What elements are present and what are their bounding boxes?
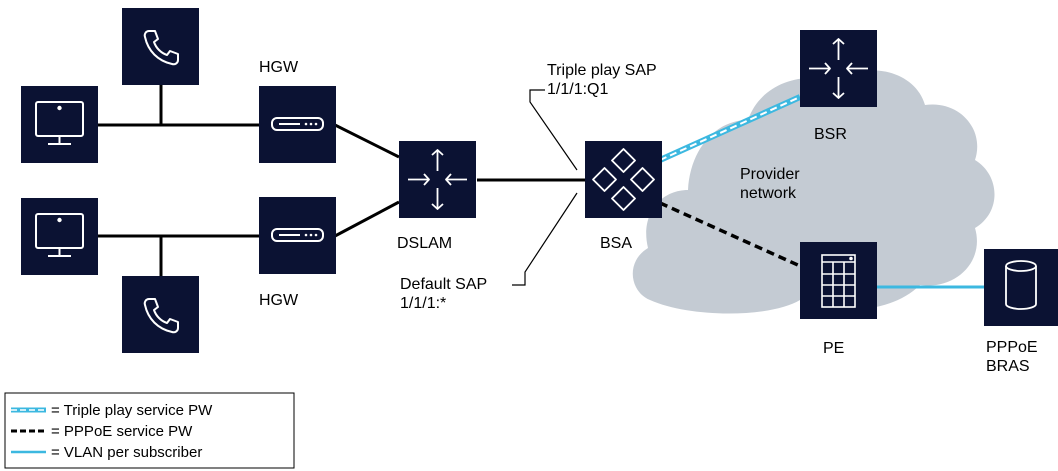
pe-label: PE	[823, 340, 844, 357]
hgw-top-dslam-link	[334, 123, 400, 159]
dslam-node[interactable]	[399, 141, 476, 218]
router-icon	[408, 149, 467, 210]
default-sap-leader	[512, 192, 578, 286]
phone-top-node[interactable]	[122, 8, 199, 85]
triple-sap-leader	[529, 89, 578, 171]
switch-icon	[592, 148, 655, 211]
default-sap-line2: 1/1/1:*	[400, 295, 446, 312]
cloud-label-line2: network	[740, 185, 797, 202]
router-icon	[809, 38, 868, 99]
default-sap-line1: Default SAP	[400, 276, 487, 293]
pc-top-node[interactable]	[21, 86, 98, 163]
legend-label-pppoe: = PPPoE service PW	[51, 423, 193, 440]
phone-icon	[143, 30, 179, 66]
server-rack-icon	[821, 254, 856, 308]
legend-label-triple-play: = Triple play service PW	[51, 402, 213, 419]
hgw-bottom-label: HGW	[259, 292, 299, 309]
cloud-label-line1: Provider	[740, 166, 800, 183]
bsa-node[interactable]	[585, 141, 662, 218]
triple-sap-line1: Triple play SAP	[547, 62, 657, 79]
triple-play-service-pw	[658, 94, 802, 163]
dslam-label: DSLAM	[397, 235, 452, 252]
monitor-icon	[35, 213, 84, 257]
bras-label-line2: BRAS	[986, 358, 1030, 375]
triple-sap-line2: 1/1/1:Q1	[547, 81, 608, 98]
legend: = Triple play service PW = PPPoE service…	[4, 392, 295, 469]
legend-label-vlan: = VLAN per subscriber	[51, 444, 202, 461]
hgw-top-node[interactable]	[259, 86, 336, 163]
legend-item-pppoe: = PPPoE service PW	[11, 423, 193, 440]
connections	[98, 85, 585, 276]
phone-bottom-node[interactable]	[122, 276, 199, 353]
modem-icon	[271, 228, 324, 242]
bsr-node[interactable]	[800, 30, 877, 107]
pc-bottom-node[interactable]	[21, 198, 98, 275]
bras-node[interactable]	[984, 249, 1058, 326]
hgw-top-label: HGW	[259, 59, 299, 76]
hgw-bottom-dslam-link	[334, 200, 400, 238]
bras-label-line1: PPPoE	[986, 339, 1038, 356]
database-icon	[1005, 260, 1037, 310]
phone-icon	[143, 298, 179, 334]
monitor-icon	[35, 101, 84, 145]
pe-node[interactable]	[800, 242, 877, 319]
hgw-bottom-node[interactable]	[259, 197, 336, 274]
bsa-label: BSA	[600, 235, 632, 252]
modem-icon	[271, 117, 324, 131]
legend-item-triple-play: = Triple play service PW	[11, 402, 213, 419]
legend-item-vlan: = VLAN per subscriber	[11, 444, 202, 461]
bsr-label: BSR	[814, 126, 847, 143]
